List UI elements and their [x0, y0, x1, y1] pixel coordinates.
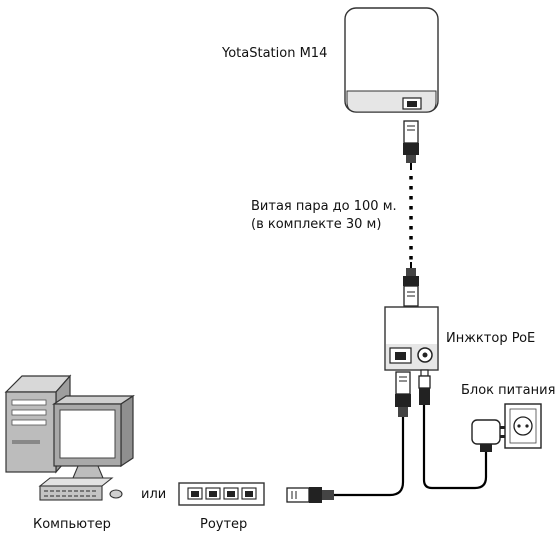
rj45-plug-injector — [403, 268, 419, 307]
computer — [4, 374, 135, 501]
computer-keyboard — [38, 477, 114, 501]
power-supply-label: Блок питания — [461, 383, 556, 398]
router-port — [205, 487, 221, 500]
lan-cable-to-router — [334, 417, 405, 497]
router-port — [187, 487, 203, 500]
router-port — [223, 487, 239, 500]
cable-label-line1: Витая пара до 100 м. — [251, 199, 397, 214]
computer-monitor — [52, 394, 135, 479]
injector-lan-port — [389, 347, 412, 364]
or-label: или — [141, 487, 167, 502]
injector-label: Инжктор PoE — [446, 331, 536, 346]
rj45-plug-router — [286, 487, 334, 503]
rj45-plug-injector-out — [395, 371, 411, 417]
computer-label: Компьютер — [33, 517, 111, 532]
cable-label-line2: (в комплекте 30 м) — [251, 217, 382, 232]
power-adapter — [471, 419, 506, 452]
wall-socket — [504, 403, 542, 449]
router-label: Роутер — [200, 517, 248, 532]
device-lan-port — [402, 97, 422, 110]
injector-power-jack — [417, 347, 433, 363]
poe-injector — [384, 306, 439, 371]
rj45-plug-top — [403, 120, 419, 163]
router — [178, 482, 265, 506]
router-port — [241, 487, 257, 500]
device-label: YotaStation M14 — [222, 46, 328, 61]
dc-power-plug — [418, 369, 431, 405]
yotastation-device — [344, 7, 439, 113]
computer-mouse — [109, 489, 123, 499]
power-cable — [422, 405, 488, 490]
